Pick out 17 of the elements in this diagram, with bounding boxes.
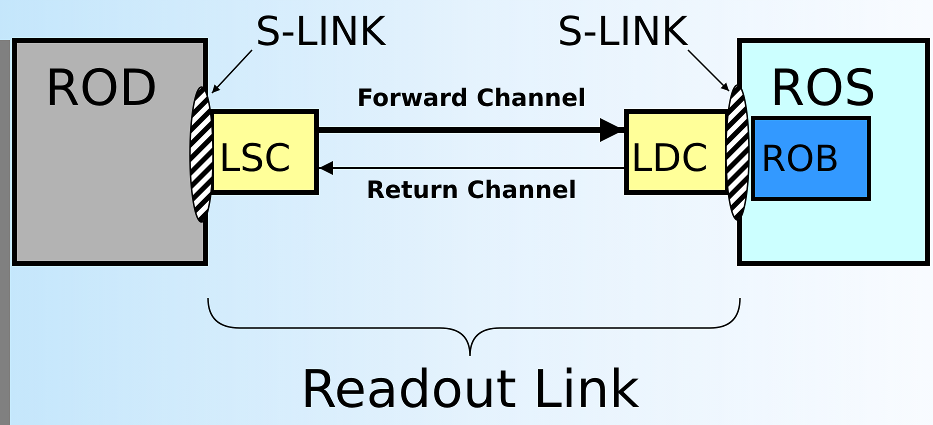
edge-label: Forward Channel xyxy=(356,86,588,110)
rod-block xyxy=(12,38,208,266)
caption-label: Readout Link xyxy=(300,364,640,416)
block-title: ROS xyxy=(770,63,876,113)
lsc-block xyxy=(209,109,319,195)
ros-block xyxy=(737,38,930,266)
hatched-ellipse xyxy=(725,84,750,221)
block-title: ROB xyxy=(761,142,840,178)
block-title: ROD xyxy=(45,63,158,113)
ldc-block xyxy=(624,109,730,195)
hatched-ellipse xyxy=(189,86,214,223)
callout-label: S-LINK xyxy=(254,12,388,52)
callout-label: S-LINK xyxy=(556,12,690,52)
rob-block xyxy=(751,116,871,201)
block-title: LDC xyxy=(631,139,708,177)
block-title: LSC xyxy=(219,139,291,177)
edge-label: Return Channel xyxy=(365,178,578,202)
